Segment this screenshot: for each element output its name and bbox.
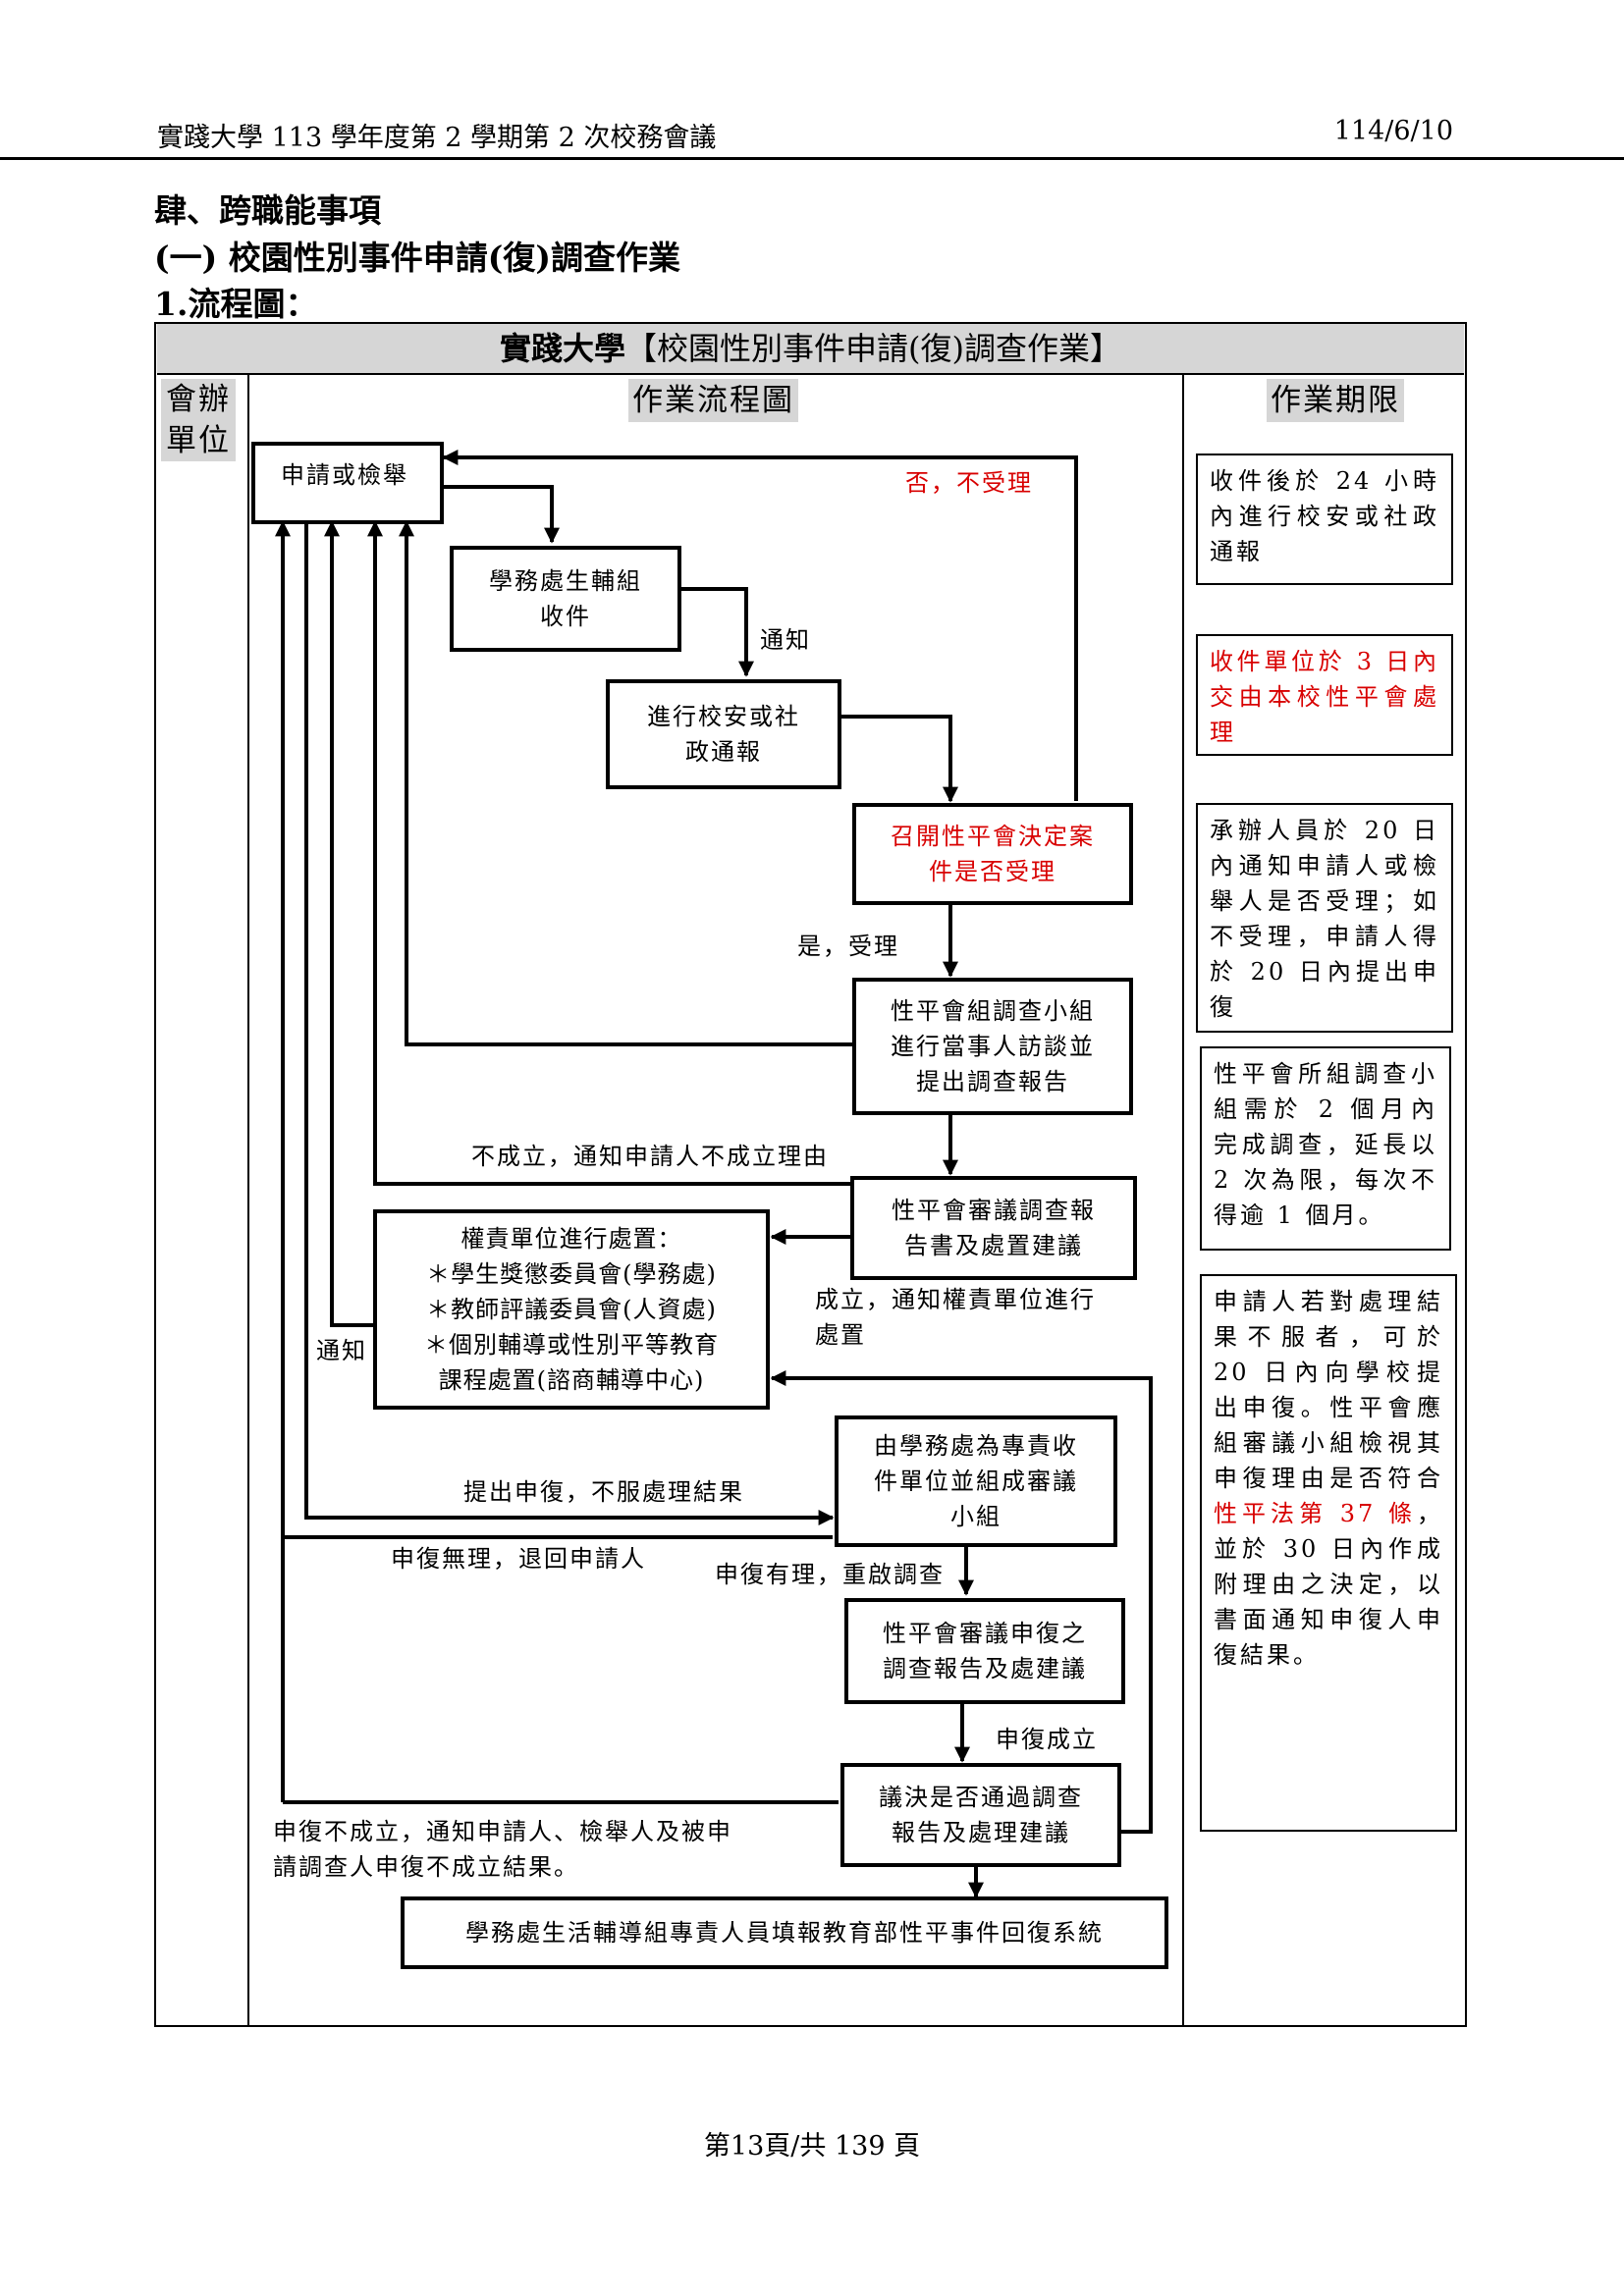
flow-box-report: 進行校安或社 政通報 bbox=[606, 679, 841, 789]
flow-box-apply: 申請或檢舉 bbox=[251, 442, 444, 524]
label-established: 成立，通知權責單位進行 處置 bbox=[815, 1286, 1096, 1349]
label-submit-appeal: 提出申復，不服處理結果 bbox=[463, 1478, 744, 1506]
label-notify-left: 通知 bbox=[316, 1337, 367, 1364]
deadline-box-2: 收件單位於 3 日內交由本校性平會處理 bbox=[1196, 634, 1453, 756]
table-title-name: 【校園性別事件申請(復)調查作業】 bbox=[625, 330, 1121, 367]
column-divider-deadline bbox=[1182, 375, 1184, 2025]
flow-box-system: 學務處生活輔導組專責人員填報教育部性平事件回復系統 bbox=[401, 1896, 1168, 1969]
item-heading: 1.流程圖： bbox=[154, 285, 318, 323]
column-header-flow: 作業流程圖 bbox=[628, 379, 798, 422]
flowchart-table bbox=[154, 322, 1467, 2027]
header-rule bbox=[0, 157, 1624, 160]
table-title-school: 實踐大學 bbox=[500, 330, 626, 367]
subsection-heading: (一) 校園性別事件申請(復)調查作業 bbox=[154, 239, 680, 277]
column-header-deadline: 作業期限 bbox=[1267, 379, 1404, 422]
label-appeal-invalid: 申復無理，退回申請人 bbox=[391, 1545, 646, 1573]
table-title: 實踐大學【校園性別事件申請(復)調查作業】 bbox=[157, 324, 1464, 375]
flow-box-resolve: 議決是否通過調查 報告及處理建議 bbox=[840, 1763, 1121, 1867]
flow-box-receive: 學務處生輔組 收件 bbox=[450, 546, 681, 652]
flow-box-appeal-review: 性平會審議申復之 調查報告及處建議 bbox=[844, 1598, 1125, 1704]
section-heading: 肆、跨職能事項 bbox=[154, 191, 381, 230]
label-appeal-valid: 申復有理，重啟調查 bbox=[715, 1561, 945, 1588]
page-footer: 第13頁/共 139 頁 bbox=[703, 2131, 921, 2162]
page-header-title: 實踐大學 113 學年度第 2 學期第 2 次校務會議 bbox=[157, 123, 717, 153]
column-header-unit: 會辦單位 bbox=[161, 379, 236, 461]
deadline-box-1: 收件後於 24 小時內進行校安或社政通報 bbox=[1196, 454, 1453, 585]
deadline-box-5: 申請人若對處理結果不服者，可於 20 日內向學校提出申復。性平會應組審議小組檢視… bbox=[1200, 1274, 1457, 1832]
label-appeal-established: 申復成立 bbox=[996, 1726, 1098, 1753]
label-reject: 否，不受理 bbox=[905, 469, 1033, 497]
flow-box-meeting: 召開性平會決定案 件是否受理 bbox=[852, 803, 1133, 905]
flow-box-review: 性平會審議調查報 告書及處置建議 bbox=[850, 1176, 1137, 1280]
flow-box-handling: 權責單位進行處置： ＊學生獎懲委員會(學務處) ＊教師評議委員會(人資處) ＊個… bbox=[373, 1209, 770, 1410]
flow-box-appeal-unit: 由學務處為專責收 件單位並組成審議 小組 bbox=[835, 1415, 1117, 1547]
label-not-established: 不成立，通知申請人不成立理由 bbox=[471, 1143, 829, 1170]
deadline-law-reference: 性平法第 37 條 bbox=[1214, 1500, 1417, 1527]
label-notify: 通知 bbox=[760, 626, 811, 654]
label-accept: 是，受理 bbox=[797, 933, 899, 960]
column-divider-unit bbox=[247, 375, 249, 2025]
deadline-box-3: 承辦人員於 20 日內通知申請人或檢舉人是否受理；如不受理，申請人得於 20 日… bbox=[1196, 803, 1453, 1033]
page-header-date: 114/6/10 bbox=[1333, 116, 1453, 146]
flow-box-investigate: 性平會組調查小組 進行當事人訪談並 提出調查報告 bbox=[852, 978, 1133, 1115]
label-appeal-not-established: 申復不成立，通知申請人、檢舉人及被申 請調查人申復不成立結果。 bbox=[273, 1818, 732, 1881]
deadline-box-4: 性平會所組調查小組需於 2 個月內完成調查，延長以 2 次為限，每次不得逾 1 … bbox=[1200, 1046, 1451, 1251]
